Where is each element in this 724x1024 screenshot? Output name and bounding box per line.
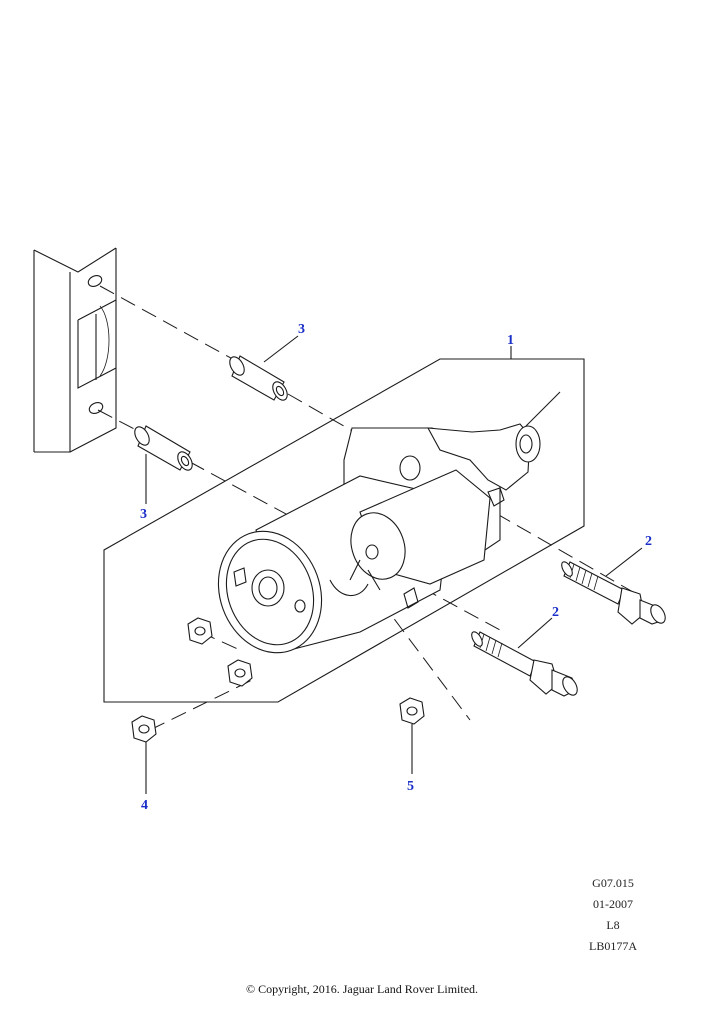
callout-3-upper: 3 — [298, 322, 305, 337]
callout-1: 1 — [507, 333, 514, 348]
flange-nut-a — [187, 617, 213, 645]
diagram-date: 01-2007 — [593, 897, 633, 911]
starter-motor — [217, 391, 561, 654]
diagram-ref: G07.015 — [592, 876, 634, 890]
flange-nut-5 — [399, 697, 425, 725]
flange-nut-b — [227, 659, 253, 687]
diagram-model: L8 — [606, 918, 620, 932]
callout-5: 5 — [407, 779, 414, 794]
callout-3-lower: 3 — [140, 507, 147, 522]
engine-mounting-flange — [33, 247, 117, 453]
mounting-bolt-upper — [561, 561, 666, 625]
diagram-code: LB0177A — [589, 939, 637, 953]
assembly-outline-box — [103, 358, 585, 703]
copyright-notice: © Copyright, 2016. Jaguar Land Rover Lim… — [245, 982, 479, 996]
dowel-sleeve-upper — [229, 355, 288, 401]
flange-nut-4 — [131, 715, 157, 743]
dowel-sleeve-lower — [134, 425, 193, 471]
leader-lines — [145, 335, 643, 794]
callout-4: 4 — [141, 798, 148, 813]
callout-2-lower: 2 — [552, 605, 559, 620]
callout-2-upper: 2 — [645, 534, 652, 549]
mounting-bolt-lower — [471, 631, 578, 697]
